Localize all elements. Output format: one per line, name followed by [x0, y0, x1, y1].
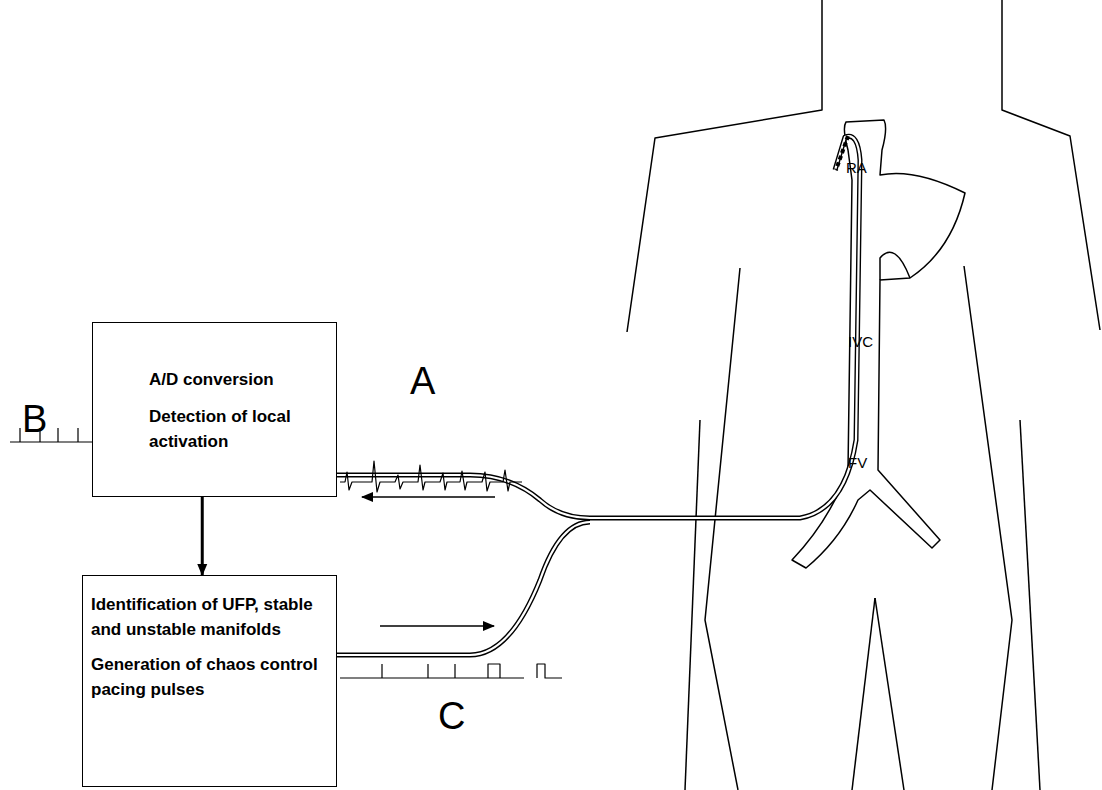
body-outline [1002, 0, 1100, 330]
body-outline [685, 420, 700, 790]
anatomy-label: IVC [848, 334, 873, 349]
flow-arrow [362, 496, 495, 498]
body-outline [875, 598, 904, 790]
catheter [337, 522, 590, 655]
signal-letter: C [438, 697, 465, 735]
anatomy-label: FV [848, 455, 867, 470]
pacing-pulses [340, 664, 562, 678]
flow-arrow [380, 625, 494, 627]
body-outline [964, 266, 1012, 790]
body-outline [852, 598, 875, 790]
heart-outline [880, 252, 910, 280]
signal-trace [340, 461, 522, 492]
box-text: Generation of chaos control pacing pulse… [91, 652, 328, 702]
body-outline [705, 268, 740, 790]
process-box: Identification of UFP, stable and unstab… [82, 575, 337, 787]
box-text: Detection of local activation [149, 404, 326, 454]
body-outline [1020, 420, 1040, 790]
box-text: Identification of UFP, stable and unstab… [91, 592, 328, 642]
vena-cava [792, 120, 965, 568]
signal-letter: B [22, 400, 47, 438]
body-outline [627, 0, 822, 332]
flow-connector [201, 497, 204, 575]
catheter [337, 136, 860, 518]
box-text: A/D conversion [149, 367, 326, 392]
anatomy-label: RA [846, 160, 867, 175]
catheter [337, 136, 860, 518]
process-box: A/D conversionDetection of local activat… [92, 322, 337, 497]
catheter [337, 522, 590, 655]
signal-letter: A [410, 362, 435, 400]
